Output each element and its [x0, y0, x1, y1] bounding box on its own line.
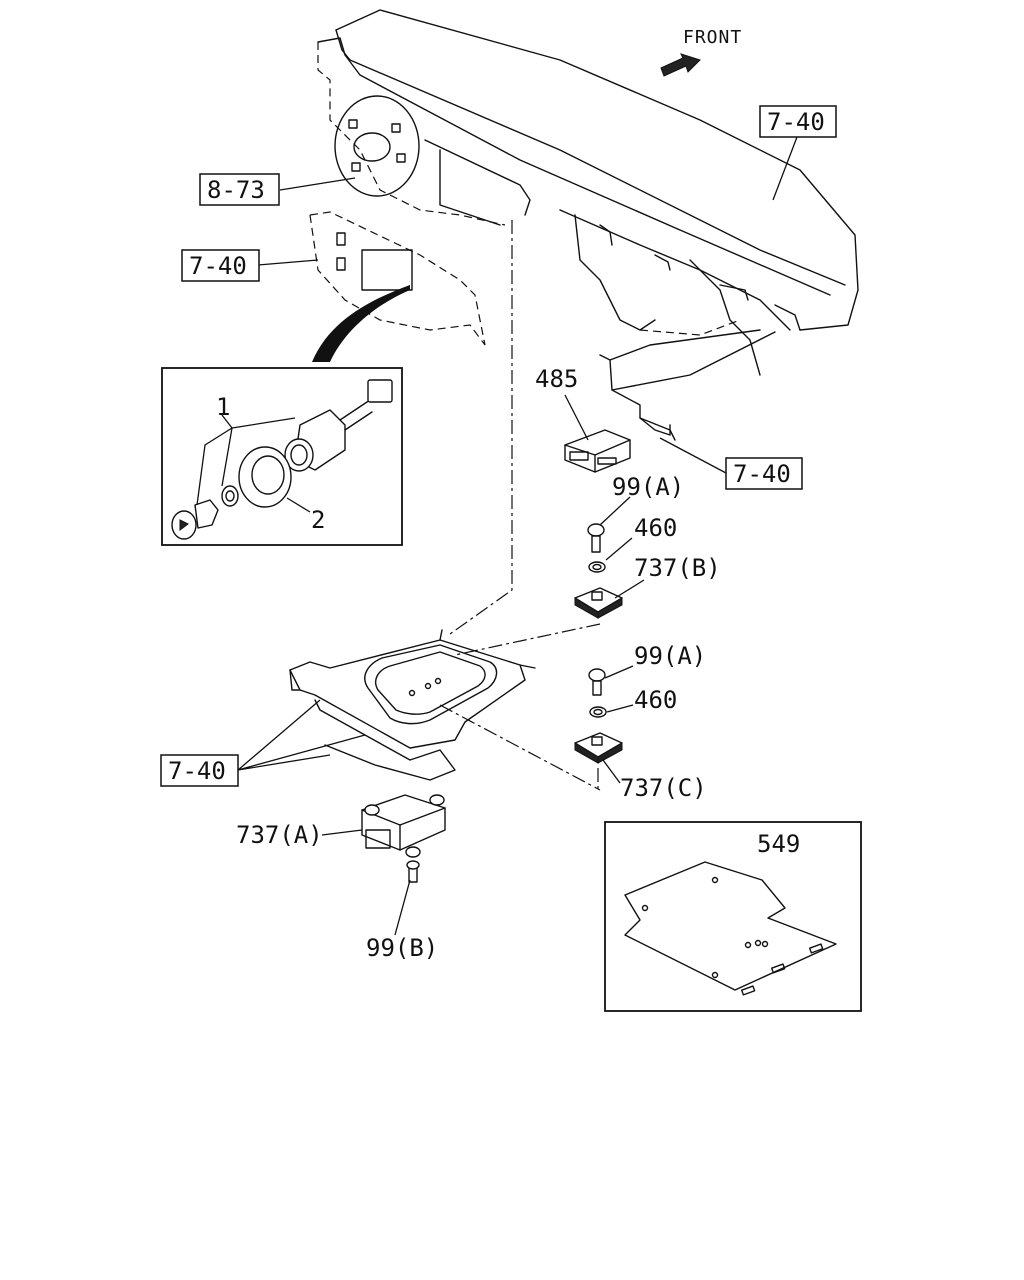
part-label-549: 549	[757, 830, 800, 858]
ref-box-8-73[interactable]: 8-73	[199, 173, 280, 206]
front-label: FRONT	[683, 27, 742, 48]
ref-box-7-40-mid[interactable]: 7-40	[725, 457, 803, 490]
ref-label: 7-40	[189, 252, 247, 280]
part-label-99a-top: 99(A)	[612, 473, 684, 501]
module-485	[564, 429, 631, 473]
part-label-737a: 737(A)	[236, 821, 323, 849]
detail-pointer	[312, 285, 410, 362]
ref-label: 8-73	[207, 176, 265, 204]
hardware-stack-upper	[574, 523, 623, 619]
hardware-stack-lower	[574, 668, 623, 764]
ref-label: 7-40	[168, 757, 226, 785]
part-label-737b: 737(B)	[634, 554, 721, 582]
ref-box-7-40-left[interactable]: 7-40	[181, 249, 260, 282]
label-1: 1	[216, 393, 230, 421]
part-label-460-mid: 460	[634, 686, 677, 714]
lower-cover-panel	[309, 211, 486, 346]
part-label-99b: 99(B)	[366, 934, 438, 962]
label-2: 2	[311, 506, 325, 534]
assembly-lines	[439, 220, 601, 791]
arrow-right-icon	[660, 53, 701, 77]
instrument-panel	[317, 9, 859, 376]
ref-box-7-40-bottom[interactable]: 7-40	[160, 754, 239, 787]
ref-label: 7-40	[767, 108, 825, 136]
part-label-485: 485	[535, 365, 578, 393]
detail-box: 1 2	[161, 367, 403, 546]
ref-box-7-40-top[interactable]: 7-40	[759, 105, 837, 138]
detail-box-549: 549	[604, 821, 862, 1012]
console-bracket	[289, 629, 536, 781]
sensor-737a	[361, 794, 446, 883]
part-label-99a-mid: 99(A)	[634, 642, 706, 670]
module-bracket	[599, 329, 776, 441]
part-label-737c: 737(C)	[620, 774, 707, 802]
ref-label: 7-40	[733, 460, 791, 488]
front-indicator: FRONT	[660, 27, 742, 77]
part-label-460-top: 460	[634, 514, 677, 542]
